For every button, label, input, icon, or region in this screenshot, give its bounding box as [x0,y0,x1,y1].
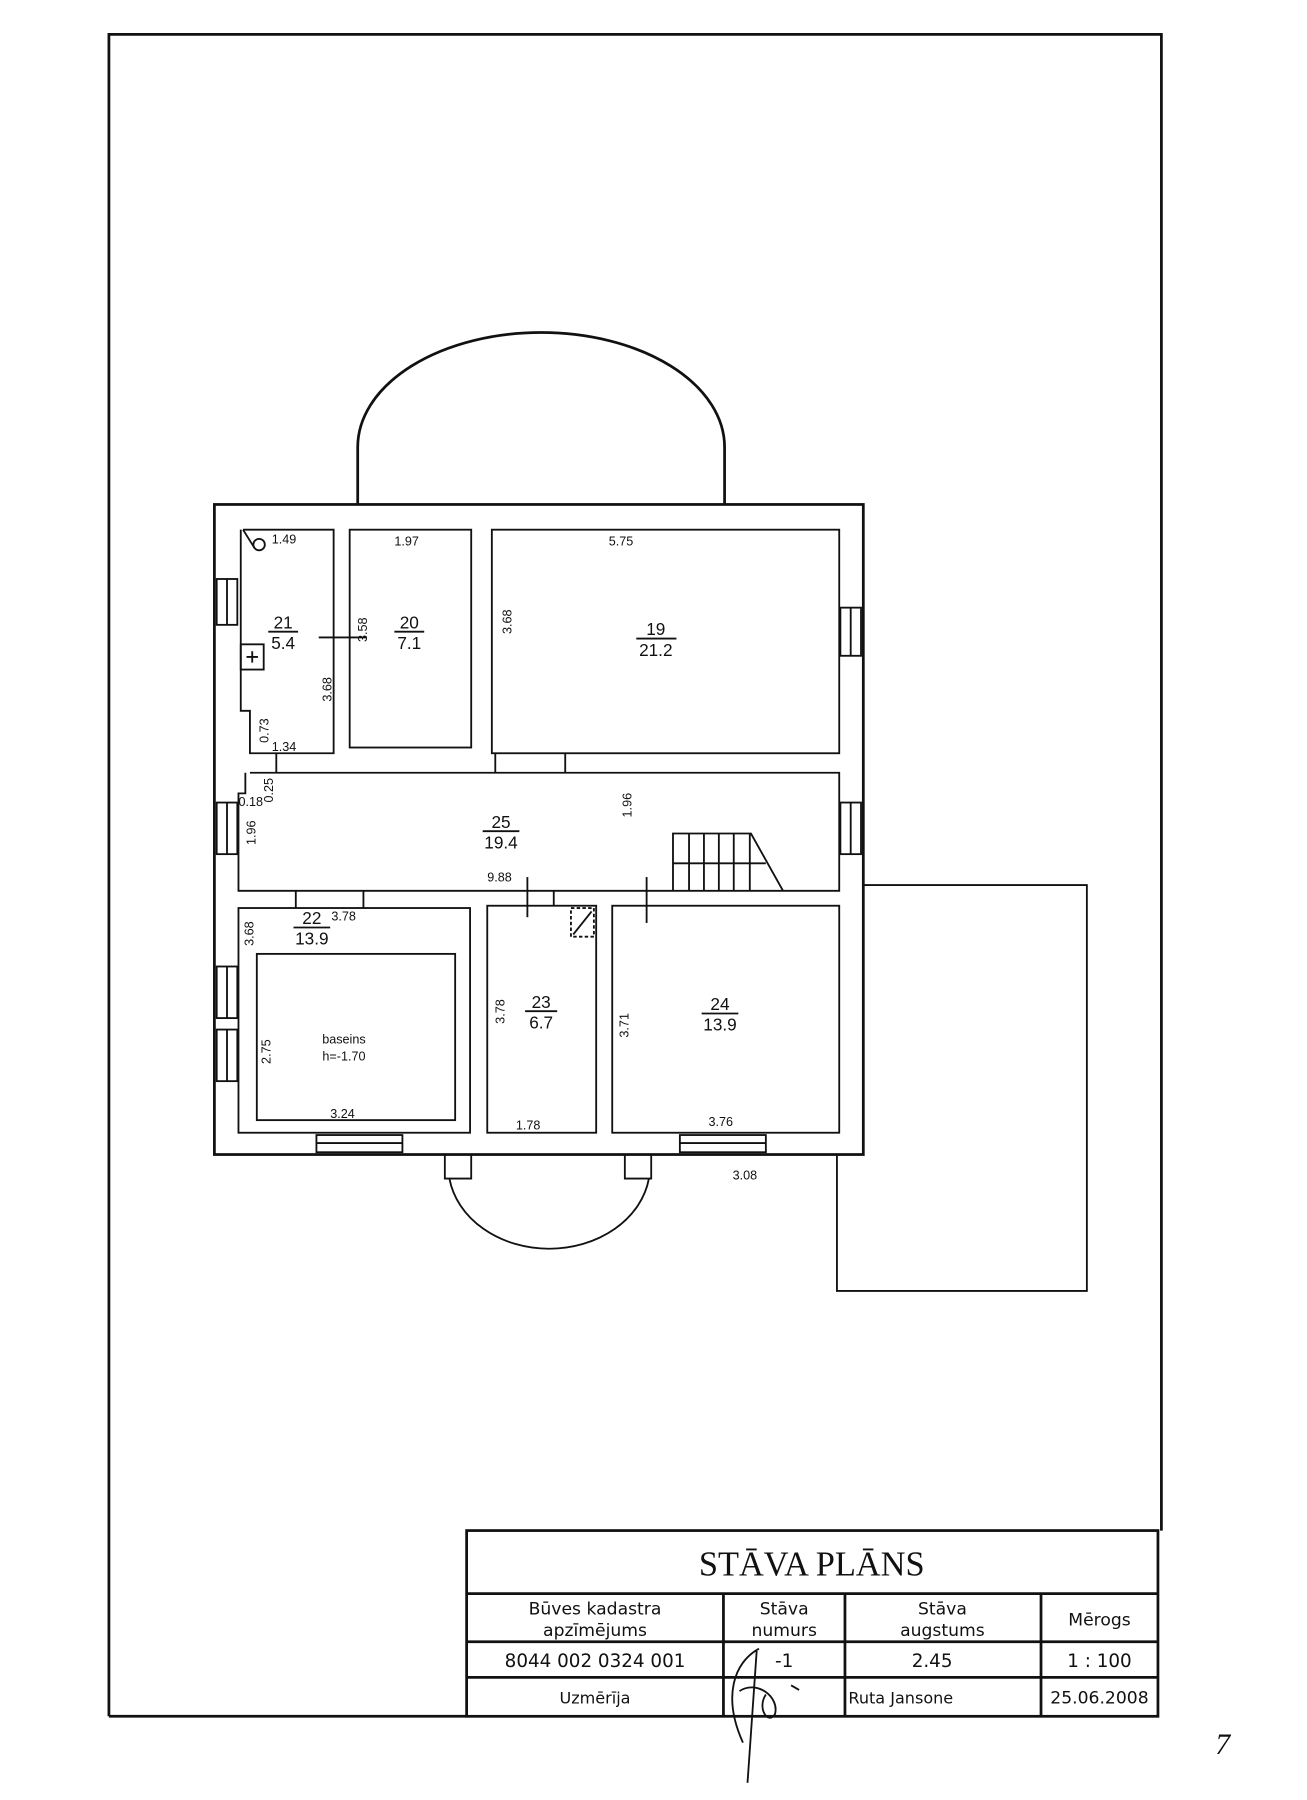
label: 23 [532,992,551,1012]
room-21-outline [239,528,335,755]
label: 1.96 [245,820,259,845]
label: 1.49 [272,532,297,546]
room-24-outline [611,904,841,1134]
label: 3.78 [331,910,356,924]
label: 3.68 [500,609,514,634]
label: 5.75 [609,535,634,549]
label: 3.58 [356,617,370,642]
drawing-line [107,33,1163,1717]
cadastre-number: 8044 002 0324 001 [505,1651,686,1672]
label: 1.96 [621,793,635,818]
floor-height: 2.45 [912,1651,953,1672]
drawing-line [246,651,258,663]
page-number: 7 [1215,1728,1231,1761]
label: 19.4 [484,832,518,852]
title-block: STĀVA PLĀNS Būves kadastra apzīmējums St… [465,1529,1160,1783]
label: 9.88 [487,871,512,885]
label: 24 [710,994,730,1014]
survey-date: 25.06.2008 [1050,1689,1148,1709]
drawing-line [672,832,784,892]
label: 19 [646,619,665,639]
label: 3.24 [330,1107,355,1121]
label: 2.75 [260,1039,274,1064]
scale: 1 : 100 [1067,1651,1131,1672]
room-21-label: 215.4 [268,612,299,653]
label: 3.68 [320,677,334,702]
staircase [672,832,784,892]
drawing-line [213,503,865,1156]
drawing-line [465,1529,1160,1718]
pool-outline [255,952,457,1122]
label: 0.25 [262,778,276,803]
room-19-outline [490,528,841,755]
label: 3.76 [709,1115,734,1129]
pool-depth: h=-1.70 [322,1050,365,1064]
label: 0.73 [257,718,271,743]
label: 13.9 [703,1015,736,1035]
windows [215,578,862,1154]
label: 20 [400,612,419,632]
top-bay-arc [356,331,726,505]
sheet-title: STĀVA PLĀNS [699,1545,925,1583]
label: 0.18 [238,795,263,809]
label: apzīmējums [543,1621,647,1641]
label: 21.2 [639,640,672,660]
label: Būves kadastra [529,1599,662,1619]
label: augstums [900,1621,985,1641]
label: 22 [302,908,321,928]
surveyor-name: Ruta Jansone [848,1689,953,1708]
label: 13.9 [295,929,328,949]
label: 1.78 [516,1118,541,1132]
label: 3.08 [733,1169,758,1183]
room-23-label: 236.7 [525,992,558,1032]
page-frame [107,33,1163,1718]
annex-outline [836,884,1088,1292]
label: Stāva [918,1599,967,1619]
room-25-outline [237,771,841,892]
label: numurs [751,1621,816,1641]
pool-label: baseins [322,1032,365,1046]
room-20-outline [348,528,473,749]
toilet-icon [239,643,265,671]
drain-icon [252,537,266,552]
floor-number: -1 [775,1651,793,1672]
label: 25 [491,812,510,832]
label: Stāva [760,1599,809,1619]
label: 21 [274,612,293,632]
shaft-icon [570,907,595,938]
label: Uzmērīja [560,1689,631,1708]
label: 3.68 [242,921,256,946]
label: Mērogs [1068,1611,1131,1631]
label: 5.4 [271,633,295,653]
entrance-arc [443,1154,653,1250]
signature [731,1647,800,1783]
room-20-label: 207.1 [394,612,425,653]
building-outline [213,331,1088,1292]
label: 1.34 [272,740,297,754]
label: 6.7 [529,1012,553,1032]
label: 3.71 [617,1013,631,1038]
room-23-outline [486,904,598,1134]
drawing-line [572,910,593,935]
label: 1.97 [394,535,419,549]
label: 3.78 [493,999,507,1024]
label: 7.1 [397,633,421,653]
dimension-labels: 1.49 1.97 5.75 3.68 3.58 3.68 0.73 1.34 … [238,532,757,1182]
room-22-outline [237,907,471,1134]
